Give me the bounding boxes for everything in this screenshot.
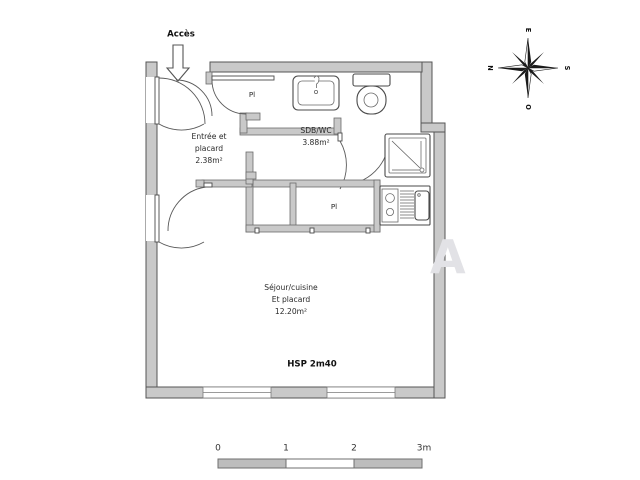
entry-door-lower bbox=[146, 194, 205, 249]
scale-tick-0: 0 bbox=[215, 444, 221, 454]
scale-tick-1: 1 bbox=[283, 444, 289, 454]
closet-living-label: Pl bbox=[331, 202, 337, 211]
entry-label-line1: Entrée et bbox=[192, 132, 227, 141]
living-area: 12.20m² bbox=[275, 307, 307, 316]
window-bottom-right bbox=[326, 386, 396, 399]
scale-tick-2: 2 bbox=[351, 444, 357, 454]
living-door bbox=[167, 182, 213, 232]
access-arrow-icon bbox=[165, 44, 191, 82]
compass-label-north: N bbox=[486, 65, 494, 71]
compass-rose-icon: E O N S bbox=[486, 28, 571, 110]
kitchen-unit-icon bbox=[379, 185, 431, 226]
sink-fixture-icon bbox=[292, 75, 340, 111]
compass-label-south: S bbox=[563, 66, 571, 71]
access-label: Accès bbox=[167, 29, 195, 40]
entry-label-line2: placard bbox=[195, 144, 223, 153]
closet-living-doors bbox=[254, 227, 371, 234]
ceiling-height-label: HSP 2m40 bbox=[287, 360, 337, 370]
room-label-bathroom: SDB/WC 3.88m² bbox=[300, 126, 331, 147]
entry-area: 2.38m² bbox=[195, 156, 222, 165]
room-label-living: Séjour/cuisine Et placard 12.20m² bbox=[264, 283, 318, 316]
toilet-fixture-icon bbox=[352, 73, 391, 115]
living-label-line1: Séjour/cuisine bbox=[264, 283, 318, 292]
scale-tick-3: 3m bbox=[417, 444, 432, 454]
drainer-grooves bbox=[400, 190, 414, 219]
bathroom-label: SDB/WC bbox=[300, 126, 331, 135]
shower-fixture-icon bbox=[384, 133, 431, 178]
compass-label-east: E bbox=[524, 28, 532, 33]
compass-label-west: O bbox=[524, 104, 532, 110]
living-label-line2: Et placard bbox=[272, 295, 311, 304]
scale-bar: 0 1 2 3m bbox=[215, 444, 431, 469]
bathroom-area: 3.88m² bbox=[302, 138, 329, 147]
room-label-entry: Entrée et placard 2.38m² bbox=[192, 132, 227, 165]
closet-entry-walls bbox=[175, 71, 342, 136]
entry-door-upper bbox=[146, 76, 206, 131]
closet-entry-label: Pl bbox=[249, 90, 255, 99]
window-bottom-left bbox=[202, 386, 272, 399]
